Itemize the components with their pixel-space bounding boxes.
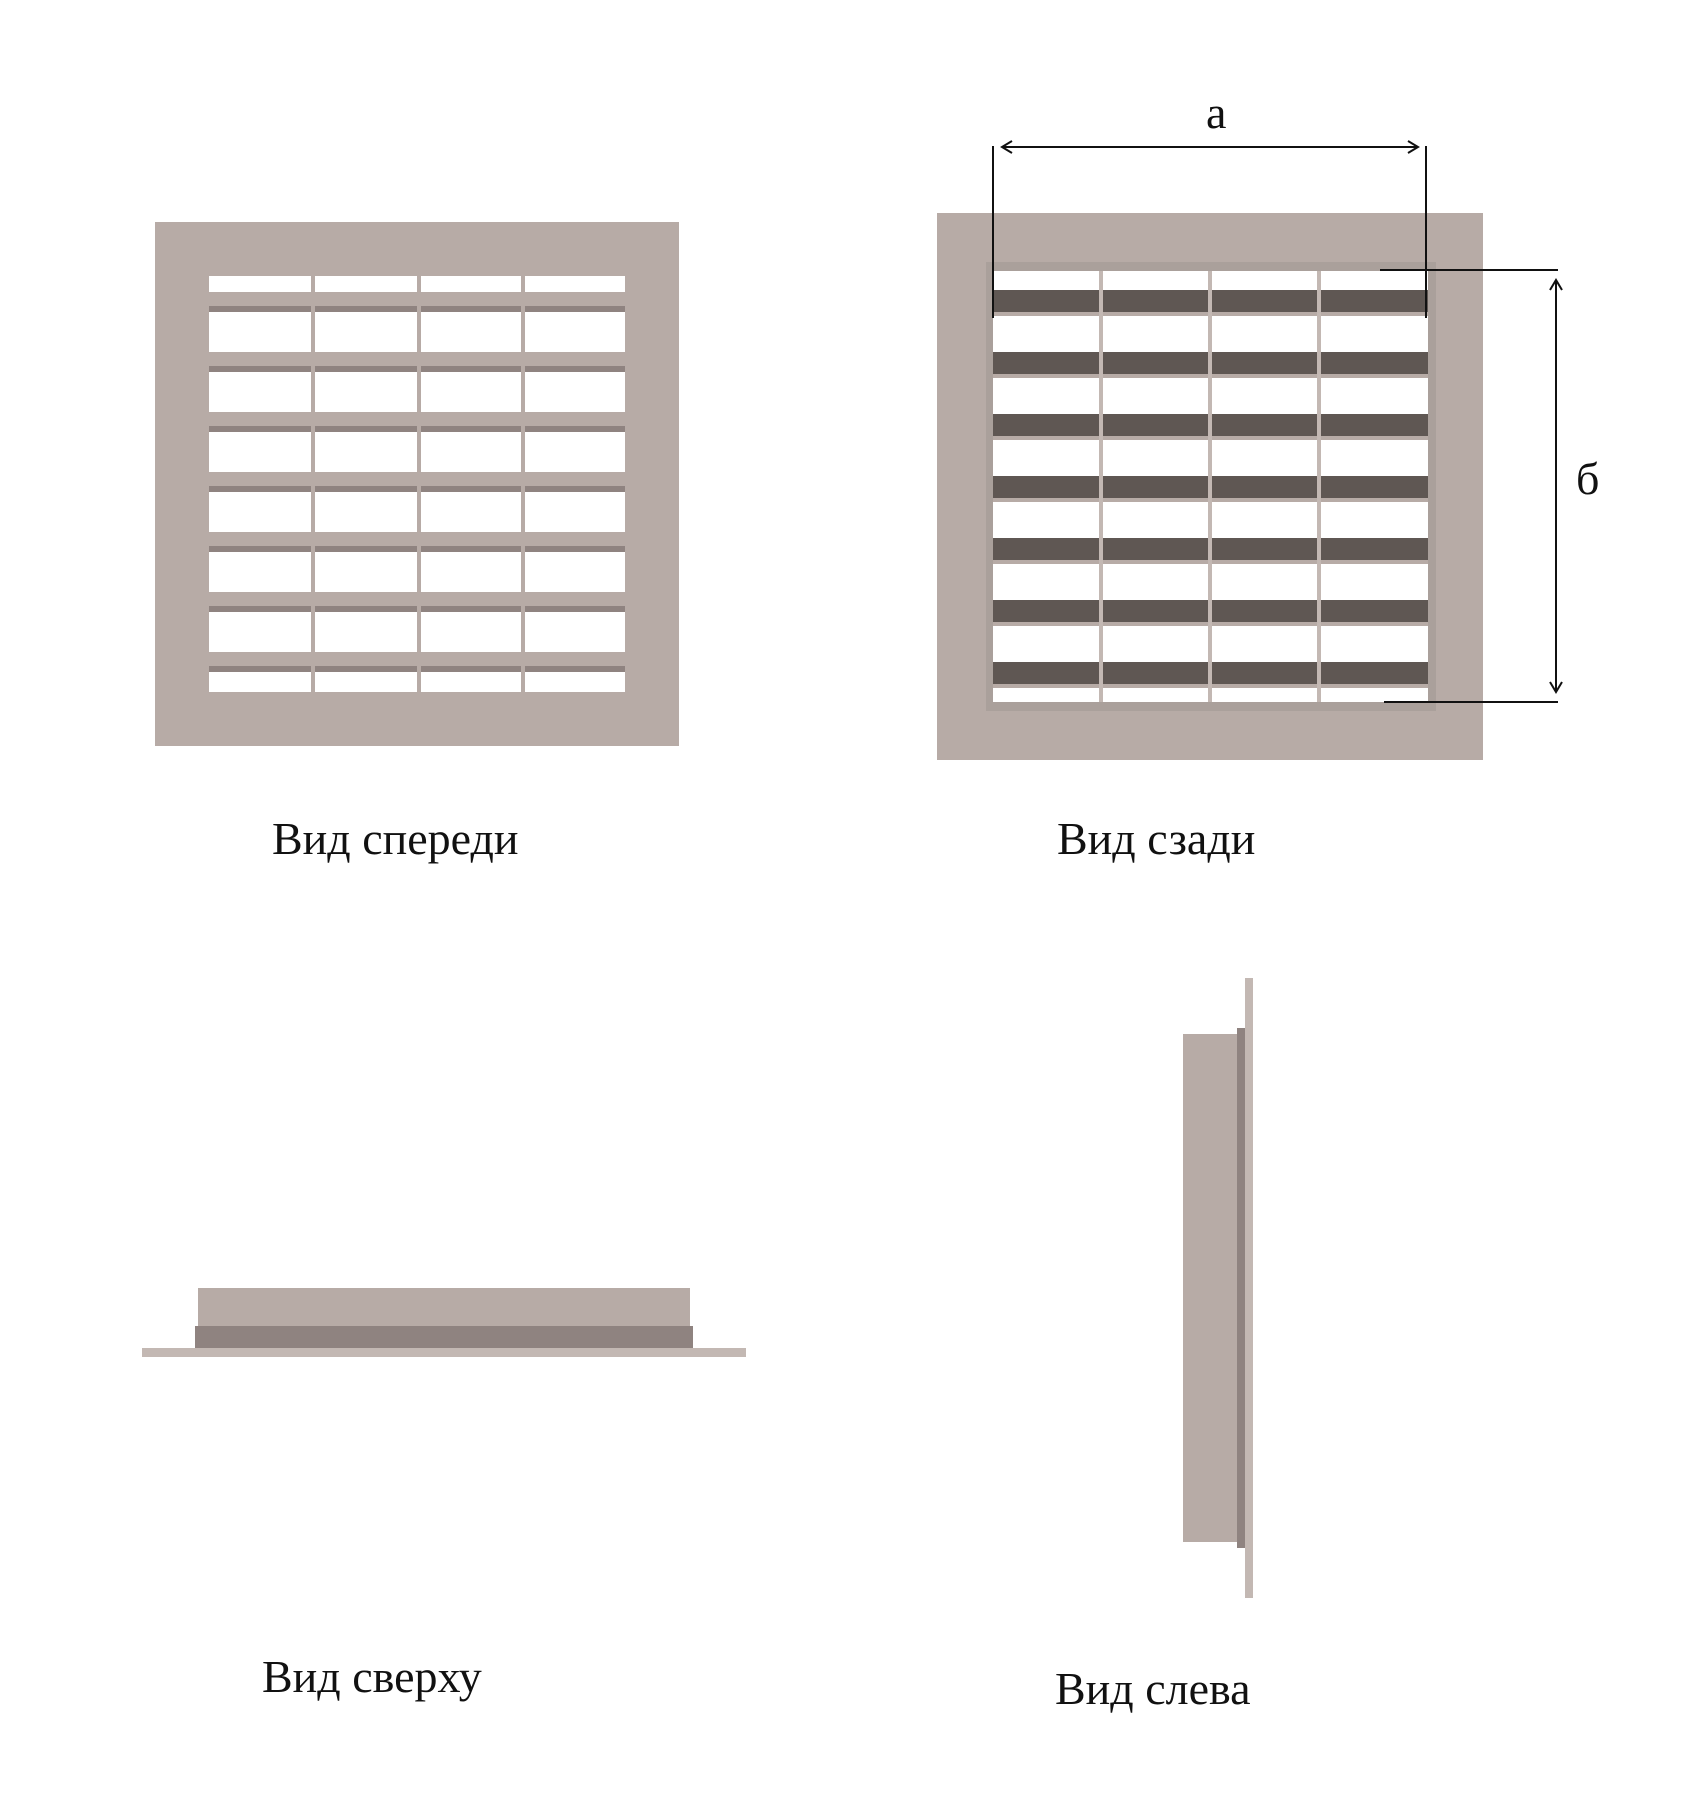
left-body — [1183, 1034, 1237, 1542]
dimension-a-label: а — [1206, 87, 1227, 138]
left-view-caption: Вид слева — [1055, 1663, 1251, 1714]
back-mullion — [1099, 271, 1103, 702]
top-body — [198, 1288, 690, 1332]
front-mullions — [311, 276, 525, 692]
back-view-caption: Вид сзади — [1057, 813, 1256, 864]
top-view — [142, 1288, 746, 1357]
front-mullion — [417, 276, 421, 692]
front-mullion — [521, 276, 525, 692]
dimension-a — [992, 140, 1427, 318]
dimension-b-label: б — [1576, 453, 1600, 504]
front-view-caption: Вид спереди — [272, 813, 519, 864]
top-flange — [142, 1348, 746, 1357]
top-view-caption: Вид сверху — [262, 1651, 482, 1702]
front-view — [155, 222, 679, 746]
left-body-shadow — [1237, 1028, 1245, 1548]
back-mullions — [1099, 271, 1321, 702]
left-flange — [1245, 978, 1253, 1598]
back-mullion — [1208, 271, 1212, 702]
back-mullion — [1317, 271, 1321, 702]
top-body-shadow — [195, 1326, 693, 1348]
back-view — [937, 140, 1563, 760]
dimension-b — [1380, 269, 1563, 703]
front-mullion — [311, 276, 315, 692]
left-view — [1183, 978, 1253, 1598]
